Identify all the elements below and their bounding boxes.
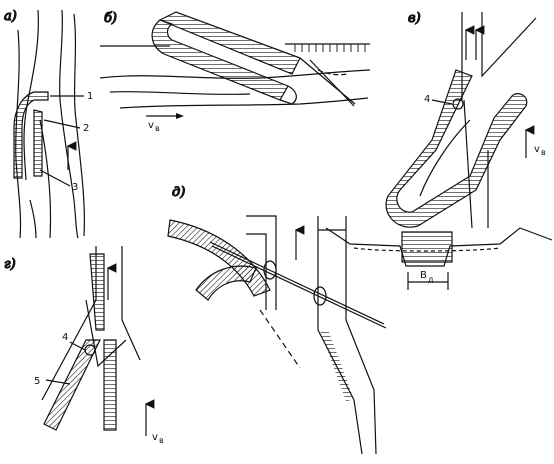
canal-hatch [320, 328, 354, 402]
leader-g4 [69, 341, 86, 351]
velocity-label-v: v [534, 144, 540, 155]
channel-edge-2 [29, 199, 37, 239]
channel-g-top [89, 253, 105, 331]
canal-wall-2 [246, 233, 267, 310]
panel-g: г) 4 5 v в [3, 246, 164, 445]
dash-b [317, 69, 349, 76]
width-label: B [420, 270, 427, 281]
pipe-d-2 [211, 245, 387, 329]
width-sub: д [428, 275, 434, 284]
panel-a-label: а) [4, 9, 17, 24]
river-line-2 [109, 90, 251, 96]
panel-d: д) B д [167, 184, 553, 455]
section-profile [325, 227, 553, 267]
river-line-3 [119, 97, 369, 109]
panel-v-label: в) [408, 11, 421, 26]
channel-g-right [103, 339, 117, 431]
channel-g-left [43, 339, 101, 431]
dash-d [259, 309, 301, 369]
river-bank-right [59, 9, 79, 239]
node-d-2 [313, 286, 327, 306]
river-v-right [481, 12, 537, 78]
channel-edge [39, 119, 52, 239]
callout-v4: 4 [424, 94, 430, 105]
velocity-label-g: v [152, 432, 158, 443]
river-bank-far [73, 13, 85, 237]
inner-line-v [419, 119, 471, 197]
dike-b-2 [309, 59, 355, 107]
leader-g5 [45, 379, 71, 385]
pipe-d [209, 241, 385, 325]
structure-v4 [452, 98, 464, 110]
canal-wall-1 [246, 215, 277, 310]
river-v-left-lower [463, 99, 473, 229]
callout-g4: 4 [62, 332, 68, 343]
river-g-right [121, 246, 141, 361]
callout-g5: 5 [34, 376, 40, 387]
velocity-sub-g: в [159, 436, 164, 445]
leader-2 [43, 119, 81, 129]
channel-b-tip [279, 85, 297, 105]
channel-a [13, 91, 49, 179]
node-d-1 [263, 260, 277, 280]
leader-v4 [431, 99, 453, 105]
section-water [353, 247, 501, 252]
callout-a2: 2 [83, 123, 89, 134]
dike-a [33, 109, 43, 177]
channel-v [385, 69, 528, 228]
callout-a1: 1 [87, 91, 93, 102]
callout-a3: 3 [72, 182, 78, 193]
bank-d-arc [195, 265, 257, 301]
velocity-sub-v: в [541, 148, 546, 157]
bank-ticks [294, 44, 366, 52]
velocity-label-b: v [148, 120, 154, 131]
canal-wall-4 [345, 216, 377, 455]
panel-b-label: б) [104, 11, 117, 26]
panel-v: в) 4 v в [385, 10, 546, 229]
dike-b-1 [299, 57, 356, 105]
panel-b: б) v в [99, 10, 371, 133]
leader-3 [39, 169, 71, 187]
panel-a: а) 1 2 3 [3, 8, 93, 239]
velocity-sub-b: в [155, 124, 160, 133]
panel-g-label: г) [4, 257, 16, 272]
panel-d-label: д) [172, 185, 185, 200]
section-body [401, 231, 453, 263]
fork-g [85, 299, 127, 368]
